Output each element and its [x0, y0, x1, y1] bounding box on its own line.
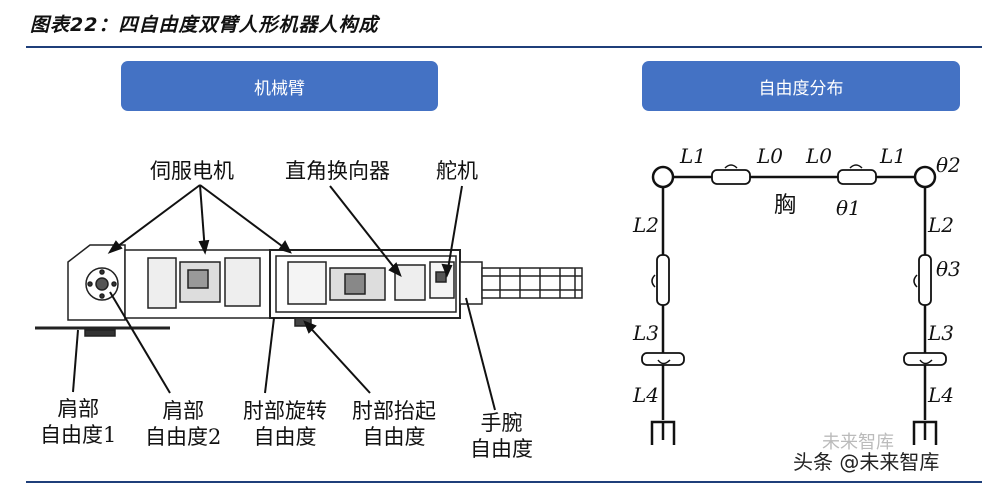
base-foot — [84, 329, 116, 337]
label-elbow-rotation-line2: 自由度 — [253, 425, 317, 449]
panel-title-dof: 自由度分布 — [642, 61, 960, 111]
label-chest: 胸 — [774, 193, 796, 218]
label-theta1: θ1 — [836, 196, 861, 220]
left-shoulder-joint — [651, 165, 675, 189]
label-l2-left: L2 — [632, 213, 659, 237]
label-shoulder-dof1-line1: 肩部 — [57, 397, 100, 421]
label-theta2: θ2 — [936, 153, 961, 177]
label-shoulder-dof2-line2: 自由度2 — [145, 425, 222, 449]
joint-l3-right — [903, 352, 947, 366]
label-l3-right: L3 — [927, 321, 954, 345]
label-l0-right: L0 — [805, 144, 832, 168]
label-elbow-rotation-line1: 肘部旋转 — [243, 399, 327, 423]
watermark: 头条 @未来智库 — [793, 450, 940, 474]
dof-diagram — [641, 164, 947, 445]
shoulder-joint — [85, 267, 119, 301]
top-rule — [26, 46, 982, 48]
bottom-rule — [26, 481, 982, 483]
label-elbow-lift-line2: 自由度 — [362, 425, 426, 449]
label-wrist: 手腕 自由度 — [470, 410, 533, 462]
right-angle-reverser-box — [287, 261, 327, 305]
label-l4-right: L4 — [927, 383, 954, 407]
right-shoulder-joint — [913, 165, 937, 189]
label-right-angle-reverser: 直角换向器 — [285, 159, 390, 183]
label-shoulder-dof1-line2: 自由度1 — [40, 423, 117, 447]
gripper — [481, 267, 583, 299]
label-theta3: θ3 — [936, 257, 961, 281]
panel-title-arm: 机械臂 — [121, 61, 438, 111]
label-shoulder-dof2-line1: 肩部 — [162, 399, 205, 423]
label-elbow-lift: 肘部抬起 自由度 — [352, 398, 436, 450]
label-l3-left: L3 — [632, 321, 659, 345]
figure-title: 图表22：四自由度双臂人形机器人构成 — [30, 14, 379, 36]
label-l4-left: L4 — [632, 383, 659, 407]
label-shoulder-dof1: 肩部 自由度1 — [40, 396, 116, 448]
label-l1-right: L1 — [879, 144, 906, 168]
label-l1-left: L1 — [679, 144, 706, 168]
arm-pointer-lines — [72, 184, 496, 411]
label-l0-left: L0 — [756, 144, 783, 168]
mechanical-arm-drawing — [35, 244, 583, 337]
wrist-joint — [459, 261, 483, 305]
label-elbow-rotation: 肘部旋转 自由度 — [243, 398, 327, 450]
label-shoulder-dof2: 肩部 自由度2 — [145, 398, 221, 450]
joint-l3-left — [641, 352, 685, 366]
joint-l1-left — [711, 169, 751, 185]
label-elbow-lift-line1: 肘部抬起 — [352, 399, 436, 423]
watermark-faded: 未来智库 — [822, 432, 894, 453]
label-steering-gear: 舵机 — [436, 159, 478, 183]
elbow-lift-joint — [294, 317, 312, 327]
joint-l2-left — [656, 254, 670, 306]
joint-l2-right — [918, 254, 932, 306]
joint-l1-right — [837, 169, 877, 185]
label-wrist-line2: 自由度 — [470, 437, 533, 461]
label-wrist-line1: 手腕 — [480, 411, 523, 435]
label-servo-motor: 伺服电机 — [150, 159, 234, 183]
label-l2-right: L2 — [927, 213, 954, 237]
dof-labels: L1 L0 L0 L1 θ2 θ1 L2 L2 θ3 L3 L3 L4 L4 — [632, 144, 961, 407]
